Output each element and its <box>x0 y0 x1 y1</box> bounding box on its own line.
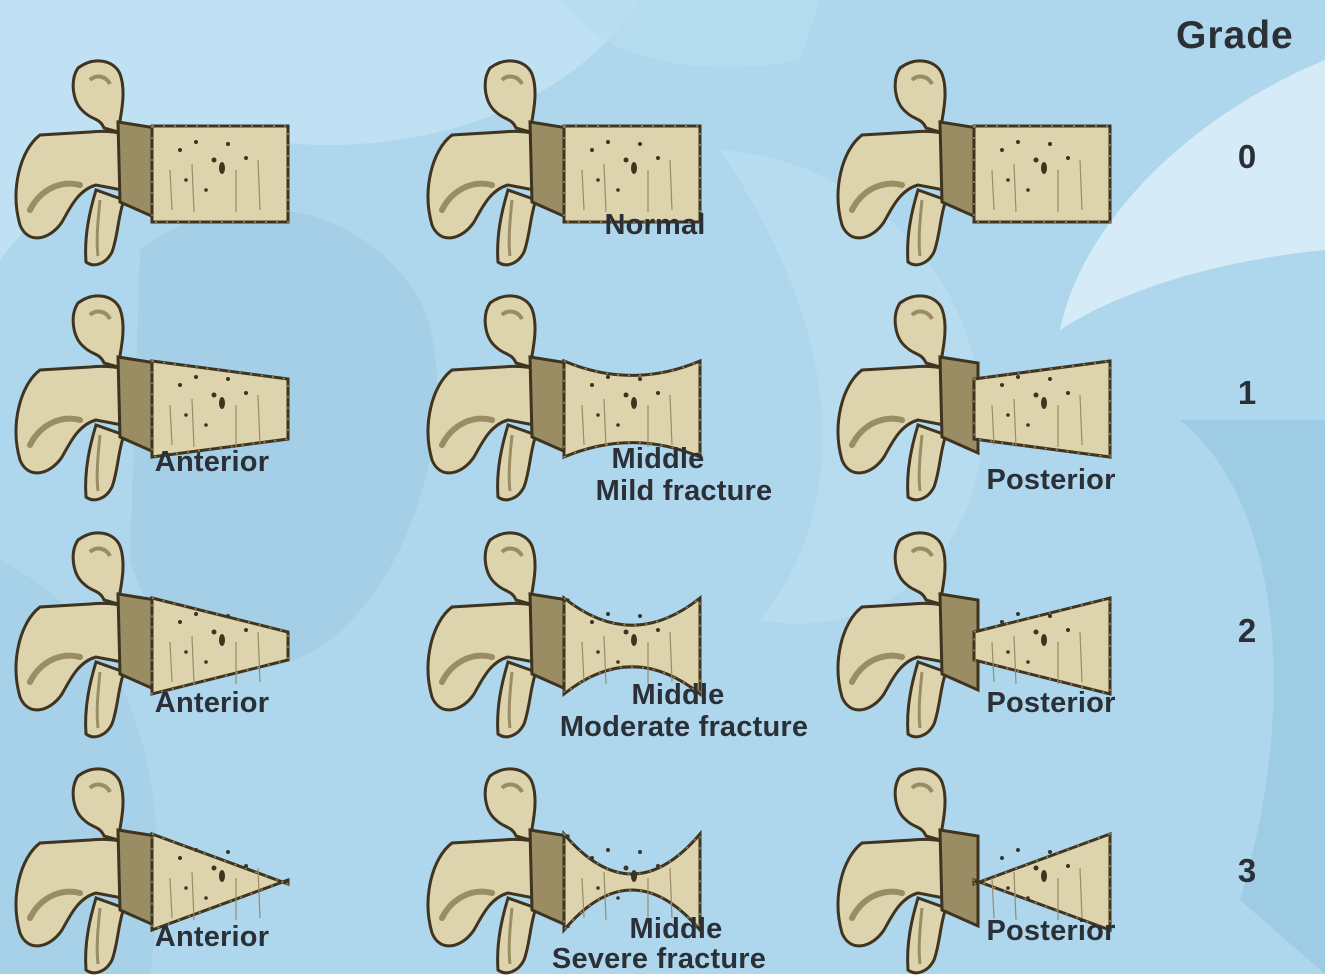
vertebra-normal-1 <box>0 40 290 270</box>
label-mild-fracture: Mild fracture <box>596 476 773 506</box>
label-middle-grade-2: Middle <box>631 680 724 710</box>
label-anterior-grade-1: Anterior <box>155 447 269 477</box>
grade-1: 1 <box>1238 374 1256 412</box>
label-posterior-grade-2: Posterior <box>986 688 1115 718</box>
label-middle-grade-3: Middle <box>629 914 722 944</box>
label-middle-grade-1: Middle <box>611 444 704 474</box>
grade-2: 2 <box>1238 612 1256 650</box>
grade-3: 3 <box>1238 852 1256 890</box>
label-anterior-grade-2: Anterior <box>155 688 269 718</box>
label-posterior-grade-3: Posterior <box>986 916 1115 946</box>
grade-column-title: Grade <box>1176 14 1294 58</box>
grade-0: 0 <box>1238 138 1256 176</box>
label-anterior-grade-3: Anterior <box>155 922 269 952</box>
label-normal: Normal <box>604 210 705 240</box>
label-posterior-grade-1: Posterior <box>986 465 1115 495</box>
label-moderate-fracture: Moderate fracture <box>560 712 808 742</box>
label-severe-fracture: Severe fracture <box>552 944 766 974</box>
vertebra-normal-3 <box>822 40 1112 270</box>
